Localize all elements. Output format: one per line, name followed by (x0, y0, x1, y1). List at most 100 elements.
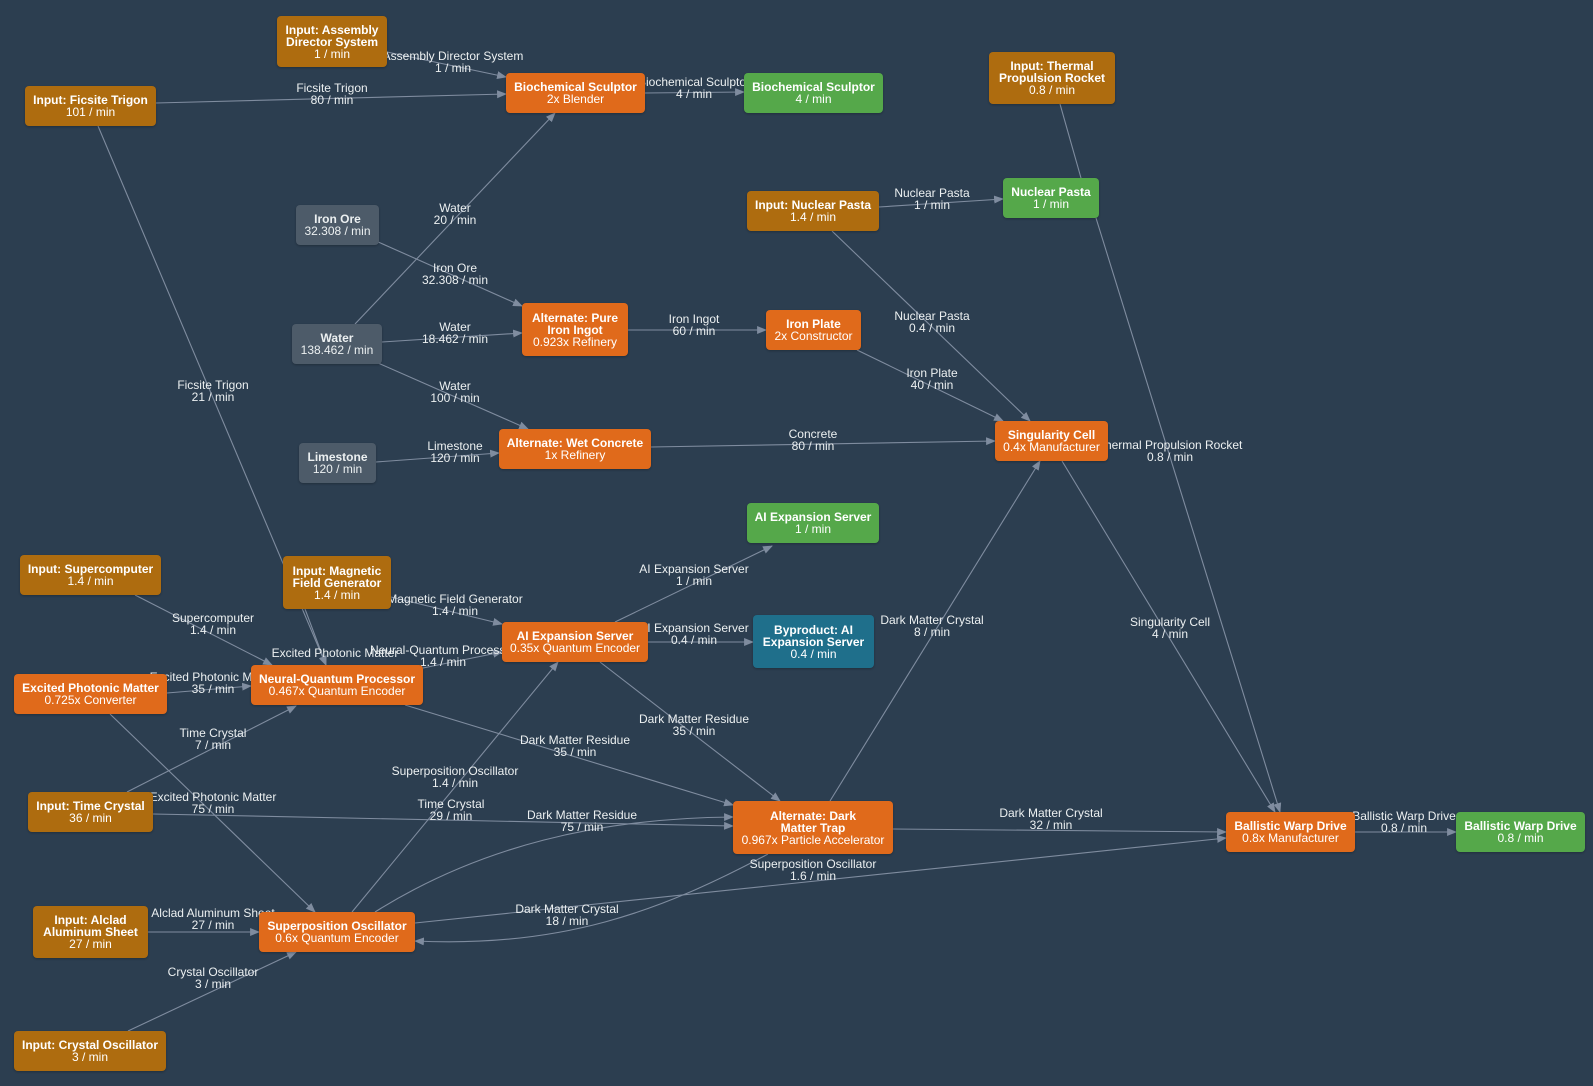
node-title: Water (320, 331, 354, 345)
edge-rate: 1 / min (676, 574, 712, 588)
node-title: Input: Nuclear Pasta (754, 198, 872, 212)
node-subtitle: 4 / min (795, 92, 832, 106)
edge-ai_server-to-dark_trap (599, 661, 781, 802)
edge-item-name: AI Expansion Server (639, 621, 748, 635)
edge-biosculptor-to-out_biosculptor (644, 88, 745, 97)
edge-rate: 1.4 / min (432, 776, 478, 790)
edge-dark_trap-to-superpos (414, 853, 769, 946)
edge-item-name: Time Crystal (418, 797, 485, 811)
edge-rate: 18.462 / min (422, 332, 488, 346)
edge-item-name: Dark Matter Crystal (880, 613, 983, 627)
node-title: Input: Assembly Director System (285, 22, 379, 49)
edge-singularity-to-ballistic (1061, 460, 1276, 813)
edge-item-name: Concrete (789, 427, 838, 441)
edge-rate: 1 / min (435, 61, 471, 75)
edge-item-name: Ballistic Warp Drive (1352, 809, 1456, 823)
node-subtitle: 1.4 / min (313, 587, 361, 602)
edge-item-name: Limestone (427, 439, 483, 453)
edge-in_ficsite-to-biosculptor (155, 90, 507, 104)
edge-water-to-biosculptor (354, 112, 556, 325)
edge-item-name: Dark Matter Residue (639, 712, 749, 726)
node-subtitle: 36 / min (69, 811, 112, 825)
edge-dark_trap-to-ballistic (892, 827, 1227, 836)
node-title: AI Expansion Server (754, 510, 872, 524)
node-title: Excited Photonic Matter (22, 681, 159, 695)
edge-in_time-to-dark_trap (152, 813, 734, 830)
edge-rate: 1.4 / min (420, 655, 466, 669)
edge-item-name: Ficsite Trigon (177, 378, 248, 392)
node-title: Input: Magnetic Field Generator (292, 563, 382, 590)
edge-item-name: Dark Matter Residue (520, 733, 630, 747)
edge-rate: 32 / min (1030, 818, 1073, 832)
edge-superpos-to-ai_server (351, 661, 559, 913)
node-title: Singularity Cell (1007, 428, 1096, 442)
node-subtitle: 0.6x Quantum Encoder (275, 931, 399, 945)
edge-rate: 4 / min (676, 87, 712, 101)
edge-water-to-wet_concrete (377, 362, 529, 430)
edge-item-name: Nuclear Pasta (894, 186, 970, 200)
edge-rate: 18 / min (546, 914, 589, 928)
edge-neural-to-ai_server (422, 649, 503, 669)
node-subtitle: 0.923x Refinery (532, 334, 618, 349)
edge-in_time-to-neural (126, 705, 297, 793)
node-title: Limestone (307, 450, 368, 464)
node-title: Input: Thermal Propulsion Rocket (998, 59, 1105, 85)
edge-rate: 1.4 / min (190, 623, 236, 637)
edge-item-name: Iron Plate (906, 366, 958, 380)
edge-rate: 75 / min (561, 820, 604, 834)
node-title: Biochemical Sculptor (752, 80, 875, 94)
node-subtitle: 1 / min (313, 46, 350, 61)
edge-rate: 29 / min (430, 809, 473, 823)
edge-in_nuclear-to-out_nuclear (878, 195, 1004, 208)
edge-item-name: Excited Photonic Matter (150, 670, 277, 684)
edge-rate: 35 / min (554, 745, 597, 759)
edge-item-name: Water (439, 201, 471, 215)
edge-in_nuclear-to-singularity (831, 230, 1031, 422)
